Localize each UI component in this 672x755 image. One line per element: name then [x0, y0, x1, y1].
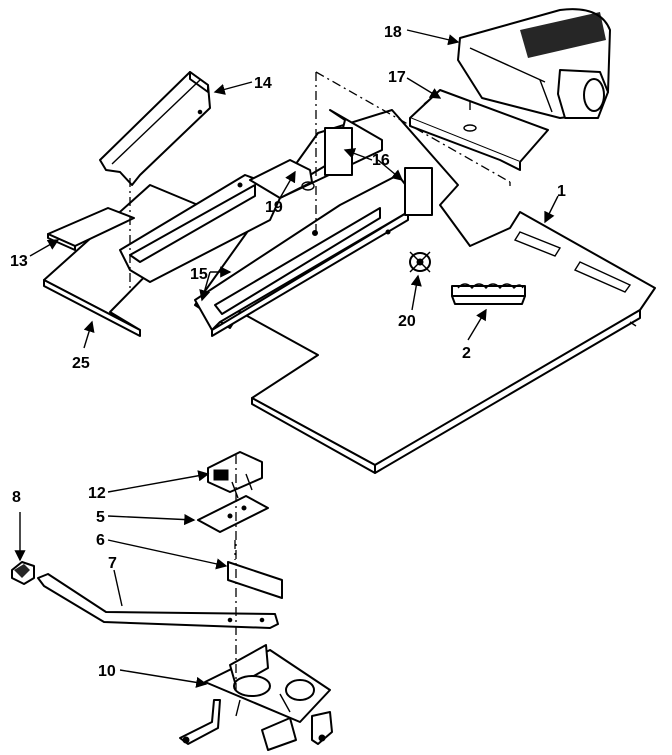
part-7-lever	[37, 573, 279, 629]
callout-6: 6	[96, 532, 105, 549]
part-2-rail	[451, 283, 526, 305]
callout-17: 17	[388, 69, 406, 86]
part-15-duct-assembly	[119, 109, 433, 337]
part-12-switch	[207, 451, 263, 499]
part-6-blade	[227, 561, 283, 599]
part-20-clip	[409, 251, 431, 273]
callout-18: 18	[384, 24, 402, 41]
callout-2: 2	[462, 345, 471, 362]
part-17-bracket	[409, 89, 549, 171]
callout-25: 25	[72, 355, 90, 372]
callout-1: 1	[557, 183, 566, 200]
callout-19: 19	[265, 199, 283, 216]
callout-14: 14	[254, 75, 272, 92]
callout-20: 20	[398, 313, 416, 330]
callout-8: 8	[12, 489, 21, 506]
alignment-lines	[129, 71, 511, 690]
callout-12: 12	[88, 485, 106, 502]
callout-7: 7	[108, 555, 117, 572]
callout-10: 10	[98, 663, 116, 680]
part-14-chute	[99, 71, 211, 186]
callout-15: 15	[190, 266, 208, 283]
part-5-plate	[197, 495, 269, 533]
leader-lines	[14, 29, 559, 688]
part-13-strip	[47, 207, 135, 251]
callout-labels: 18 17 14 16 19 15 13 25 1 20 2 12 5 6 7 …	[10, 24, 566, 680]
part-8-knob	[11, 561, 35, 585]
callout-13: 13	[10, 253, 28, 270]
callout-5: 5	[96, 509, 105, 526]
part-10-latch	[179, 644, 333, 751]
callout-16: 16	[372, 152, 390, 169]
part-18-blower-motor	[457, 8, 611, 119]
part-1-base-panel	[194, 109, 656, 474]
